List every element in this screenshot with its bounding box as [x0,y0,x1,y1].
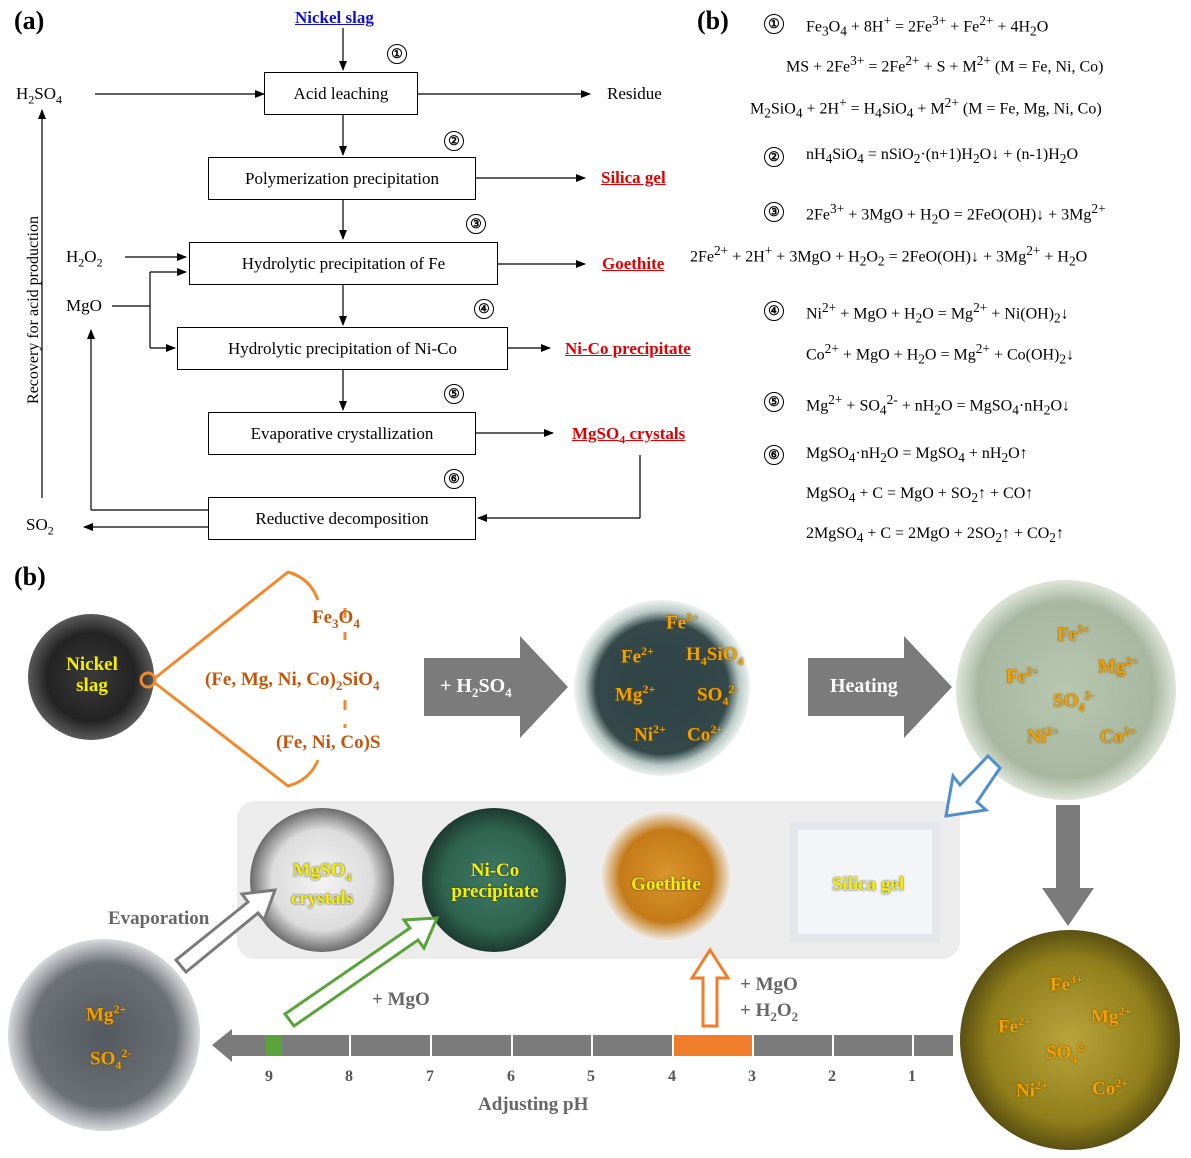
panel-a-label: (a) [14,6,45,35]
ph-tick-9: 9 [265,1068,273,1085]
ph-tick-6: 6 [507,1068,515,1085]
eq-num-4: ④ [764,301,784,321]
ion-h4sio4: H4SiO4 [686,644,744,668]
step-num-5: ⑤ [444,384,464,404]
acid-arrow-label: + H2SO4 [440,675,512,700]
step-evaporation: Evaporative crystallization [208,412,476,455]
eq-4a: Ni2+ + MgO + H2O = Mg2+ + Ni(OH)2↓ [806,300,1069,326]
final-ion-mg: Mg2+ [86,1002,127,1026]
ph-axis-label: Adjusting pH [478,1094,589,1115]
panel-b-label: (b) [14,562,46,591]
evaporation-label: Evaporation [108,908,210,929]
sol-ion-co: Co2+ [1092,1076,1129,1100]
eq-num-5: ⑤ [764,392,784,412]
mgo-label: MgO [66,296,102,315]
ph-tick-2: 2 [828,1068,836,1085]
component-silicate: (Fe, Mg, Ni, Co)2SiO4 [205,669,380,693]
h2so4-label: H2SO4 [16,84,63,107]
eq-2: nH4SiO4 = nSiO2·(n+1)H2O↓ + (n-1)H2O [806,146,1078,167]
panel-b-eq-label: (b) [697,6,729,35]
residue-label: Residue [607,84,662,103]
step-num-6: ⑥ [444,469,464,489]
h2o2-label: H2O2 [66,247,103,270]
input-nickel-slag: Nickel slag [295,8,374,27]
eq-1a: Fe3O4 + 8H+ = 2Fe3+ + Fe2+ + 4H2O [806,13,1049,39]
final-ion-so4: SO42- [90,1046,132,1073]
heating-arrow-label: Heating [830,675,898,697]
step-acid-leaching: Acid leaching [264,72,418,115]
ion-ni: Ni2+ [634,722,666,746]
component-sulfide: (Fe, Ni, Co)S [276,732,381,753]
so2-label: SO2 [26,515,54,538]
product-goethite: Goethite [602,254,665,273]
eq-5: Mg2+ + SO42- + nH2O = MgSO4·nH2O↓ [806,392,1070,418]
step-num-3: ③ [466,214,486,234]
slag-photo-label: Nickel slag [66,654,118,696]
step-nico-hydrolysis: Hydrolytic precipitation of Ni-Co [177,327,508,370]
ion-so4: SO42- [697,682,739,709]
gel-ion-co: Co2+ [1100,724,1137,748]
sol-ion-so4: SO42- [1046,1040,1088,1067]
eq-1b: MS + 2Fe3+ = 2Fe2+ + S + M2+ (M = Fe, Ni… [786,53,1104,76]
ion-fe3: Fe3+ [666,610,699,634]
step-num-1: ① [387,44,407,64]
sol-ion-ni: Ni2+ [1016,1078,1048,1102]
gel-ion-fe3: Fe3+ [1057,622,1090,646]
ph-tick-1: 1 [908,1068,916,1085]
eq-1c: M2SiO4 + 2H+ = H4SiO4 + M2+ (M = Fe, Mg,… [750,95,1102,121]
sol-ion-mg: Mg2+ [1091,1004,1132,1028]
gel-ion-fe2: Fe2+ [1006,664,1039,688]
sol-ion-fe3: Fe3+ [1050,972,1083,996]
product-mgso4: MgSO4 crystals [572,424,686,447]
gel-ion-mg: Mg2+ [1098,654,1139,678]
step-reductive-decomposition: Reductive decomposition [208,497,476,540]
eq-num-2: ② [764,147,784,167]
photo-goethite-label: Goethite [631,874,701,895]
eq-num-3: ③ [764,202,784,222]
step-num-2: ② [444,131,464,151]
flowsheet-lines [38,28,641,531]
step-fe-hydrolysis: Hydrolytic precipitation of Fe [189,242,498,285]
eq-6c: 2MgSO4 + C = 2MgO + 2SO2↑ + CO2↑ [806,525,1064,546]
ion-co: Co2+ [687,722,724,746]
mgo-add-label: + MgO [372,989,430,1010]
gel-ion-so4: SO42- [1053,688,1095,715]
eq-4b: Co2+ + MgO + H2O = Mg2+ + Co(OH)2↓ [806,341,1075,367]
product-silica-gel: Silica gel [601,168,666,187]
mgo-h2o2-label-1: + MgO [740,974,798,995]
ph-tick-3: 3 [748,1068,756,1085]
eq-3a: 2Fe3+ + 3MgO + H2O = 2FeO(OH)↓ + 3Mg2+ [806,201,1106,227]
product-nico: Ni-Co precipitate [565,339,691,358]
mgo-h2o2-label-2: + H2O2 [740,1000,799,1024]
step-num-4: ④ [474,299,494,319]
eq-3b: 2Fe2+ + 2H+ + 3MgO + H2O2 = 2FeO(OH)↓ + … [690,243,1088,269]
eq-6a: MgSO4·nH2O = MgSO4 + nH2O↑ [806,445,1028,466]
ph-tick-4: 4 [668,1068,676,1085]
component-fe3o4: Fe3O4 [312,607,360,631]
ph-tick-5: 5 [587,1068,595,1085]
gel-ion-ni: Ni2+ [1027,724,1059,748]
ph-tick-7: 7 [426,1068,434,1085]
ph-tick-8: 8 [345,1068,353,1085]
photo-silica-label: Silica gel [831,874,905,895]
sol-ion-fe2: Fe2+ [998,1014,1031,1038]
eq-6b: MgSO4 + C = MgO + SO2↑ + CO↑ [806,485,1034,506]
eq-num-6: ⑥ [764,445,784,465]
step-polymerization: Polymerization precipitation [208,157,476,200]
ion-fe2: Fe2+ [621,644,654,668]
ion-mg: Mg2+ [615,682,656,706]
eq-num-1: ① [764,14,784,34]
